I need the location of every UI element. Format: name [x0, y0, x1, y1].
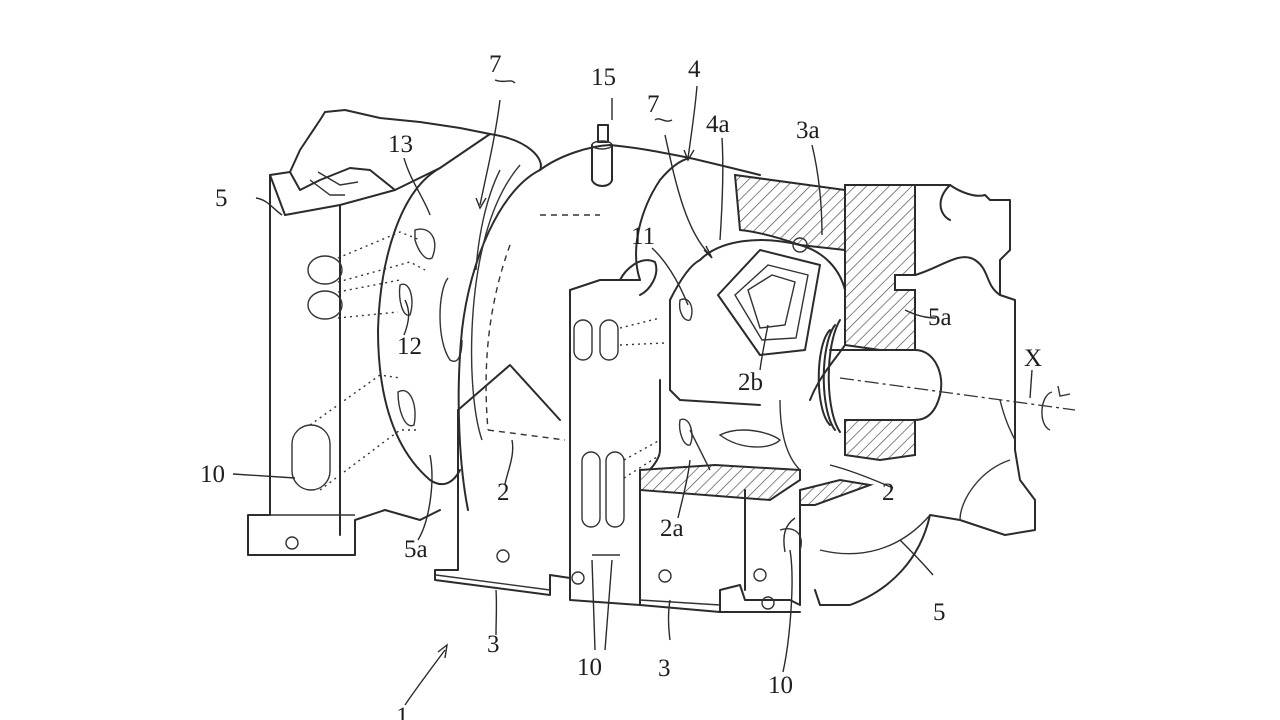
label-15: 15	[591, 64, 616, 91]
axis-x	[839, 377, 1076, 431]
label-10-right: 10	[768, 672, 793, 699]
rotor-housing-left	[457, 144, 611, 511]
leader-lines	[232, 79, 1033, 706]
label-2-right: 2	[882, 479, 895, 506]
label-5a-right: 5a	[928, 304, 952, 331]
spark-plug	[591, 124, 613, 187]
label-2b: 2b	[738, 369, 763, 396]
reference-labels: 5 7 13 12 10 5a 15 4 7 4a 3a 11 5a X 2b …	[200, 51, 1042, 720]
left-side-housing	[247, 109, 542, 556]
label-4a: 4a	[706, 111, 730, 138]
label-7-right: 7	[647, 91, 660, 118]
label-x: X	[1024, 345, 1042, 372]
center-housing	[434, 279, 666, 606]
label-5-left: 5	[215, 185, 228, 212]
label-10-left: 10	[200, 461, 225, 488]
label-1: 1	[396, 703, 409, 720]
label-5a-left: 5a	[404, 536, 428, 563]
right-side-housing	[814, 184, 1036, 606]
label-12: 12	[397, 333, 422, 360]
label-2a: 2a	[660, 515, 684, 542]
label-10-mid: 10	[577, 654, 602, 681]
label-13: 13	[388, 131, 413, 158]
label-4: 4	[688, 56, 701, 83]
label-11: 11	[631, 223, 655, 250]
label-2-left: 2	[497, 479, 510, 506]
label-5-right: 5	[933, 599, 946, 626]
label-3-left: 3	[487, 631, 500, 658]
intake-ports-left	[291, 228, 436, 491]
label-3-right: 3	[658, 655, 671, 682]
label-7-left: 7	[489, 51, 502, 78]
rotor-housing-right	[609, 144, 943, 613]
label-3a: 3a	[796, 117, 820, 144]
